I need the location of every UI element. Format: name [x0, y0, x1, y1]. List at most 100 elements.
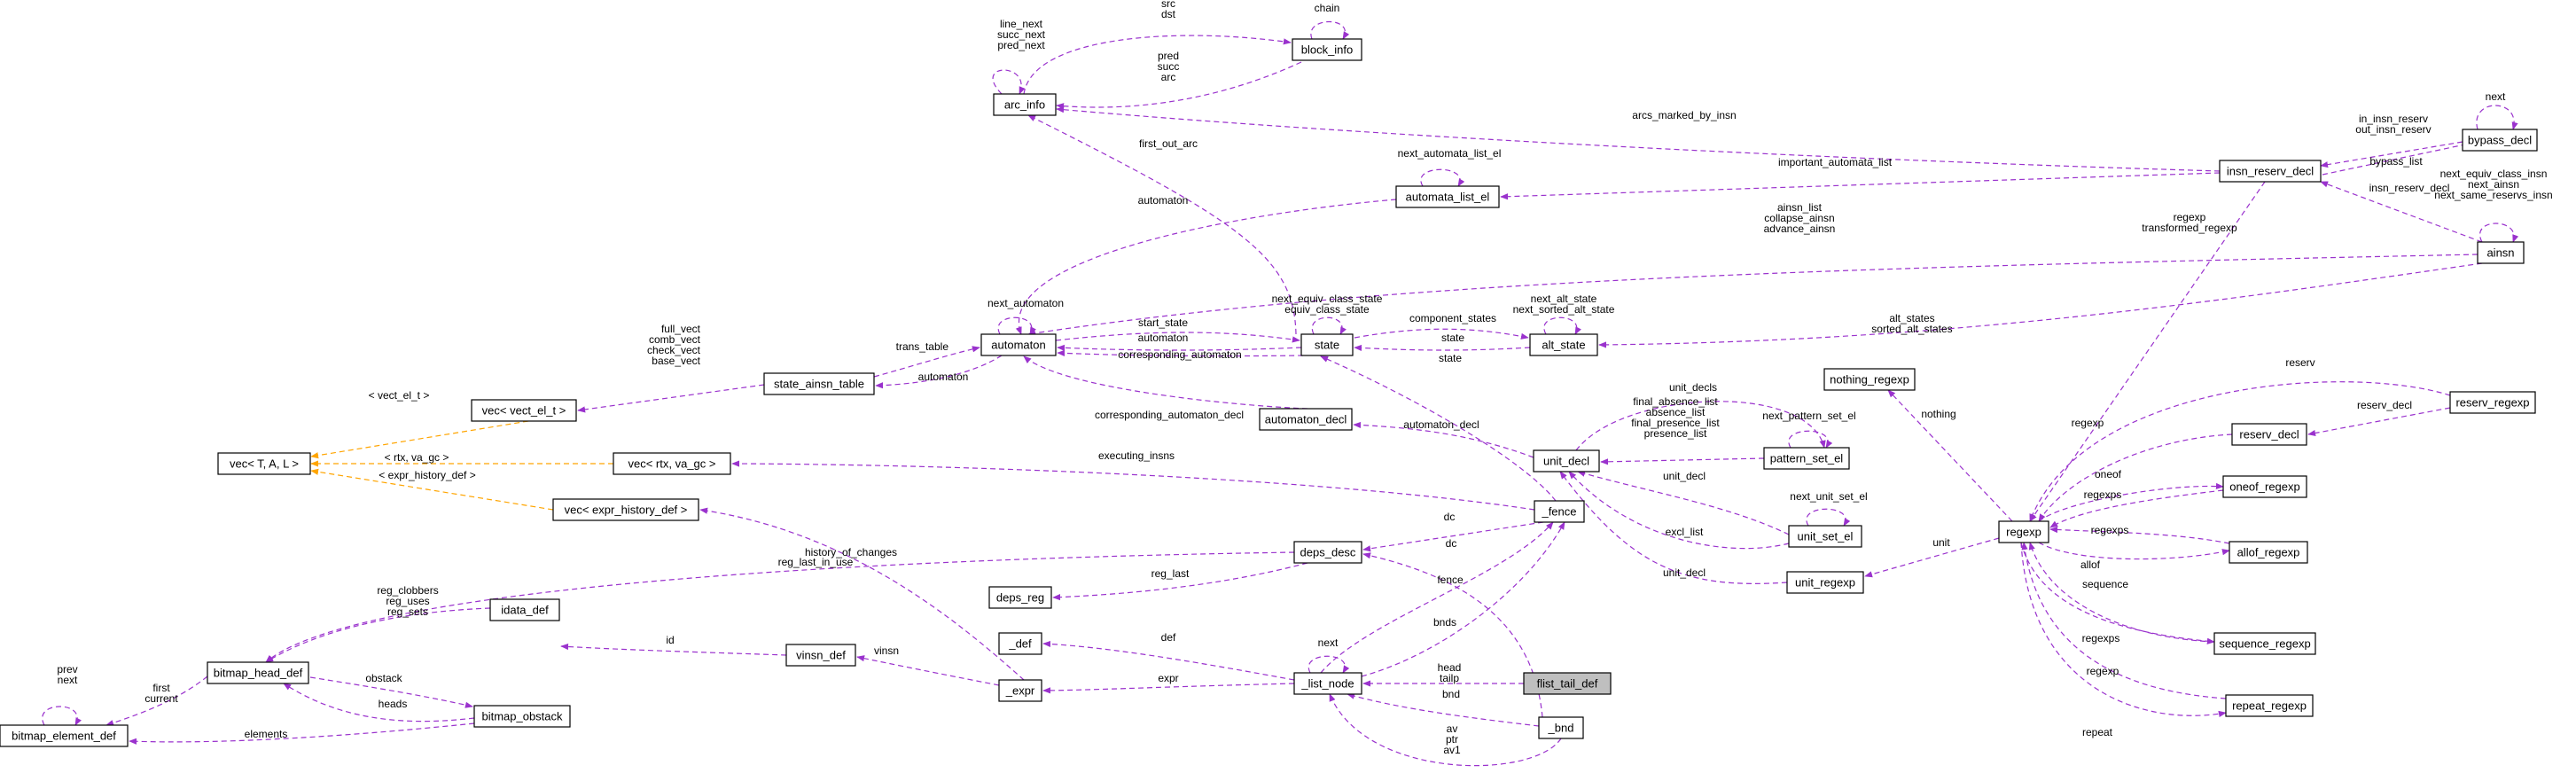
edge-label: pred — [1158, 50, 1179, 62]
node-unit-set-el[interactable]: unit_set_el — [1788, 525, 1862, 548]
edge-line — [560, 643, 787, 656]
node-vec-rtx-va-gc[interactable]: vec< rtx, va_gc > — [613, 452, 731, 475]
edge-label: regexps — [2091, 524, 2129, 536]
edge-e36: unit_decls — [1575, 381, 1826, 451]
node-idata-def[interactable]: idata_def — [489, 598, 560, 621]
nodes-layer: arc_info block_info bypass_decl insn_reserv… — [0, 38, 2538, 747]
node-unit-regexp[interactable]: unit_regexp — [1786, 571, 1864, 594]
edge-label: dc — [1444, 511, 1456, 523]
edge-label: reg_clobbers — [377, 584, 438, 597]
node-regexp[interactable]: regexp — [1998, 520, 2049, 543]
node-def[interactable]: _def — [998, 632, 1042, 655]
node-block-info[interactable]: block_info — [1292, 38, 1362, 61]
edge-line — [2029, 381, 2451, 522]
edge-e50: regexps — [2049, 524, 2230, 544]
node-bitmap-head-def[interactable]: bitmap_head_def — [207, 661, 309, 684]
node-sequence-regexp[interactable]: sequence_regexp — [2213, 632, 2316, 655]
edge-line — [2049, 489, 2224, 528]
node-vinsn-def[interactable]: vinsn_def — [785, 644, 856, 667]
node-nothing-regexp[interactable]: nothing_regexp — [1823, 368, 1916, 391]
node-box — [998, 679, 1042, 702]
node-expr[interactable]: _expr — [998, 679, 1042, 702]
edge-line — [1575, 401, 1826, 451]
edge-line — [1023, 35, 1292, 95]
node-unit-decl[interactable]: unit_decl — [1533, 449, 1600, 473]
edge-line — [875, 355, 1003, 389]
edge-line — [1308, 655, 1350, 674]
node-reserv-decl[interactable]: reserv_decl — [2231, 423, 2307, 446]
node-bypass-decl[interactable]: bypass_decl — [2462, 129, 2538, 152]
node-box — [1293, 541, 1362, 564]
edge-line — [1042, 683, 1295, 694]
edge-label: succ — [1158, 60, 1180, 73]
node-vec-vect-el-t[interactable]: vec< vect_el_t > — [471, 399, 577, 422]
node-state-ainsn-table[interactable]: state_ainsn_table — [763, 372, 875, 395]
edge-e2: chain — [1310, 2, 1350, 40]
edge-line — [1347, 692, 1540, 727]
node-box — [1998, 520, 2049, 543]
edge-label: reserv_decl — [2357, 399, 2412, 411]
edge-line — [1015, 199, 1397, 335]
edge-line — [2020, 542, 2227, 717]
edge-e69: vinsn — [856, 644, 1000, 686]
edge-line — [1042, 640, 1295, 681]
edge-line — [1320, 355, 1557, 502]
node-alt-state[interactable]: alt_state — [1529, 333, 1598, 356]
node-list-node[interactable]: _list_node — [1293, 672, 1362, 695]
edge-e39: unit_decl — [1577, 470, 1790, 535]
edge-e10: next_automata_list_el — [1398, 147, 1501, 187]
node-pattern-set-el[interactable]: pattern_set_el — [1763, 447, 1850, 470]
edge-line — [2028, 542, 2215, 643]
edge-e12: automaton — [1015, 194, 1397, 335]
edge-label: arcs_marked_by_insn — [1632, 109, 1736, 121]
edge-line — [1027, 254, 2478, 337]
edge-label: unit_decl — [1663, 470, 1706, 482]
node-vec-expr-history-def[interactable]: vec< expr_history_def > — [552, 498, 699, 521]
node-box — [1786, 571, 1864, 594]
node-box — [1529, 333, 1598, 356]
edge-label: next — [58, 674, 78, 686]
edge-label: obstack — [365, 672, 402, 684]
edge-line — [1056, 61, 1302, 110]
node-label: state_ainsn_table — [774, 378, 864, 391]
edge-label: transformed_regexp — [2142, 222, 2237, 234]
node-flist-tail-def[interactable]: flist_tail_def — [1523, 672, 1612, 695]
edge-e45: reserv — [2029, 356, 2451, 522]
node-state[interactable]: state — [1300, 333, 1354, 356]
node-bnd[interactable]: _bnd — [1538, 716, 1584, 739]
edge-line — [1361, 521, 1565, 677]
node-automata-list-el[interactable]: automata_list_el — [1395, 185, 1500, 208]
node-label: deps_reg — [996, 591, 1044, 605]
node-repeat-regexp[interactable]: repeat_regexp — [2225, 694, 2314, 717]
edge-line — [1598, 262, 2483, 348]
node-oneof-regexp[interactable]: oneof_regexp — [2222, 475, 2307, 498]
edge-e51: allof — [2038, 542, 2230, 571]
node-automaton-decl[interactable]: automaton_decl — [1259, 408, 1353, 431]
node-automaton[interactable]: automaton — [980, 333, 1057, 356]
edge-e9: important_automata_list — [1500, 156, 2221, 200]
node-label: bitmap_element_def — [12, 730, 116, 743]
node-box — [1534, 500, 1585, 523]
node-reserv-regexp[interactable]: reserv_regexp — [2449, 391, 2536, 414]
node-ainsn[interactable]: ainsn — [2477, 241, 2525, 264]
edge-label: absence_list — [1646, 406, 1706, 418]
node-bitmap-obstack[interactable]: bitmap_obstack — [473, 705, 571, 728]
edge-label: repeat — [2082, 726, 2113, 738]
node-deps-desc[interactable]: deps_desc — [1293, 541, 1362, 564]
node-deps-reg[interactable]: deps_reg — [988, 586, 1052, 609]
edge-line — [1329, 693, 1562, 767]
edge-label: next_equiv_class_insn — [2440, 168, 2548, 180]
edge-label: reg_last — [1151, 567, 1190, 580]
node-fence[interactable]: _fence — [1534, 500, 1585, 523]
node-bitmap-element-def[interactable]: bitmap_element_def — [0, 724, 129, 747]
edge-line — [1559, 471, 1788, 584]
node-insn-reserv-decl[interactable]: insn_reserv_decl — [2219, 160, 2322, 183]
node-allof-regexp[interactable]: allof_regexp — [2229, 541, 2308, 564]
node-arc-info[interactable]: arc_info — [993, 93, 1057, 116]
node-vec-T-A-L[interactable]: vec< T, A, L > — [217, 452, 311, 475]
edge-label: final_presence_list — [1631, 417, 1720, 429]
edge-e48: oneof — [2038, 468, 2224, 522]
